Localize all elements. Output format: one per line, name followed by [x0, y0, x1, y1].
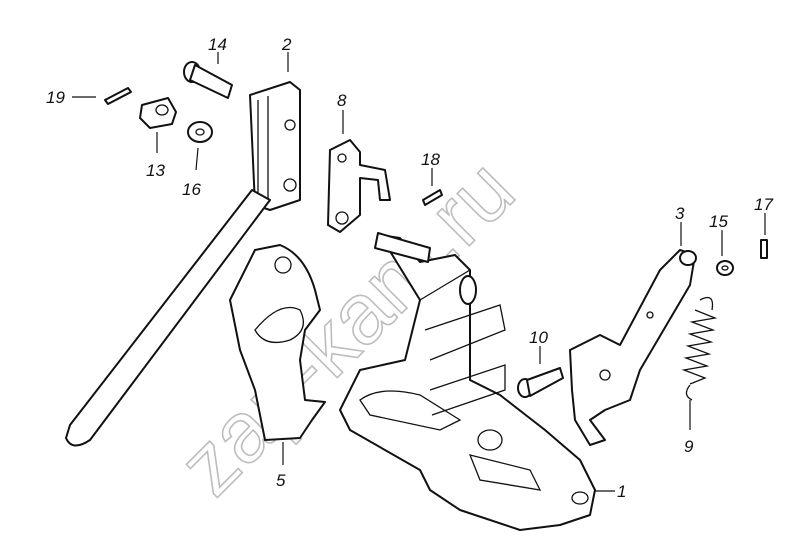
label-18: 18 [421, 150, 440, 169]
part-9-spring [681, 296, 718, 401]
part-5-hook [229, 244, 326, 441]
part-15-washer [716, 260, 734, 276]
label-17: 17 [754, 195, 773, 214]
part-2-lever [65, 81, 301, 447]
part-14-pin [183, 61, 233, 99]
label-15: 15 [709, 212, 728, 231]
label-1: 1 [617, 482, 626, 501]
label-8: 8 [337, 91, 347, 110]
label-19: 19 [46, 88, 65, 107]
part-10-pin [517, 367, 564, 398]
part-8-plate [327, 139, 391, 233]
label-14: 14 [208, 35, 227, 54]
part-3-lever [569, 249, 697, 446]
label-9: 9 [684, 437, 694, 456]
label-16: 16 [182, 180, 201, 199]
label-2: 2 [281, 35, 292, 54]
leader-lines [72, 52, 766, 492]
label-3: 3 [675, 204, 685, 223]
part-17-cotter [760, 239, 768, 259]
label-10: 10 [529, 328, 548, 347]
part-18-pin [422, 189, 443, 206]
part-13-nut [139, 97, 177, 129]
part-16-washer [187, 121, 213, 143]
part-1-bracket [339, 232, 596, 531]
part-19-cotter [104, 87, 132, 105]
label-5: 5 [276, 471, 286, 490]
label-13: 13 [146, 161, 165, 180]
